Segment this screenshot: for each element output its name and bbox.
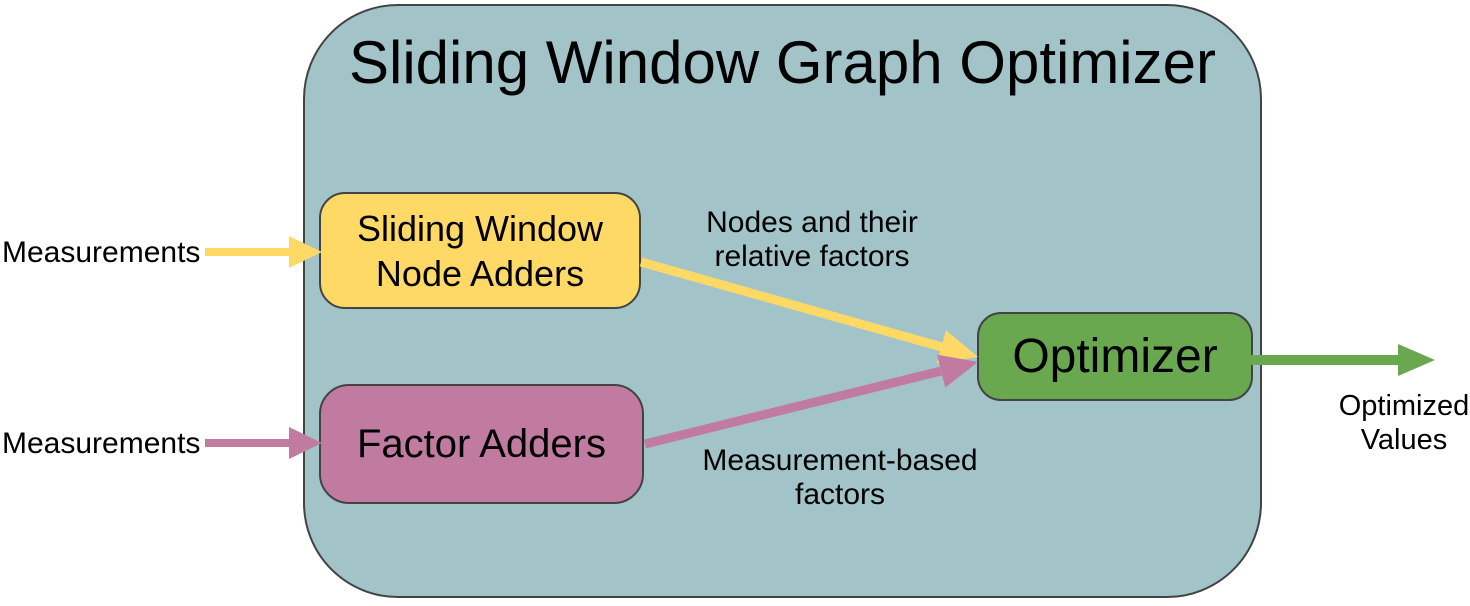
label-optimized-values: Optimized Values: [1338, 390, 1470, 456]
node-sliding-window-node-adders: Sliding Window Node Adders: [319, 192, 641, 309]
node-factor-adders: Factor Adders: [319, 384, 644, 504]
output-arrow-optimized-values: [1250, 344, 1435, 376]
diagram-title: Sliding Window Graph Optimizer: [349, 29, 1216, 96]
label-measurements-top: Measurements: [2, 236, 201, 269]
label-measurement-based-factors: Measurement-based factors: [702, 444, 978, 511]
node-optimizer: Optimizer: [977, 312, 1253, 401]
label-nodes-relative-factors: Nodes and their relative factors: [706, 206, 918, 273]
label-measurements-bottom: Measurements: [2, 427, 201, 460]
